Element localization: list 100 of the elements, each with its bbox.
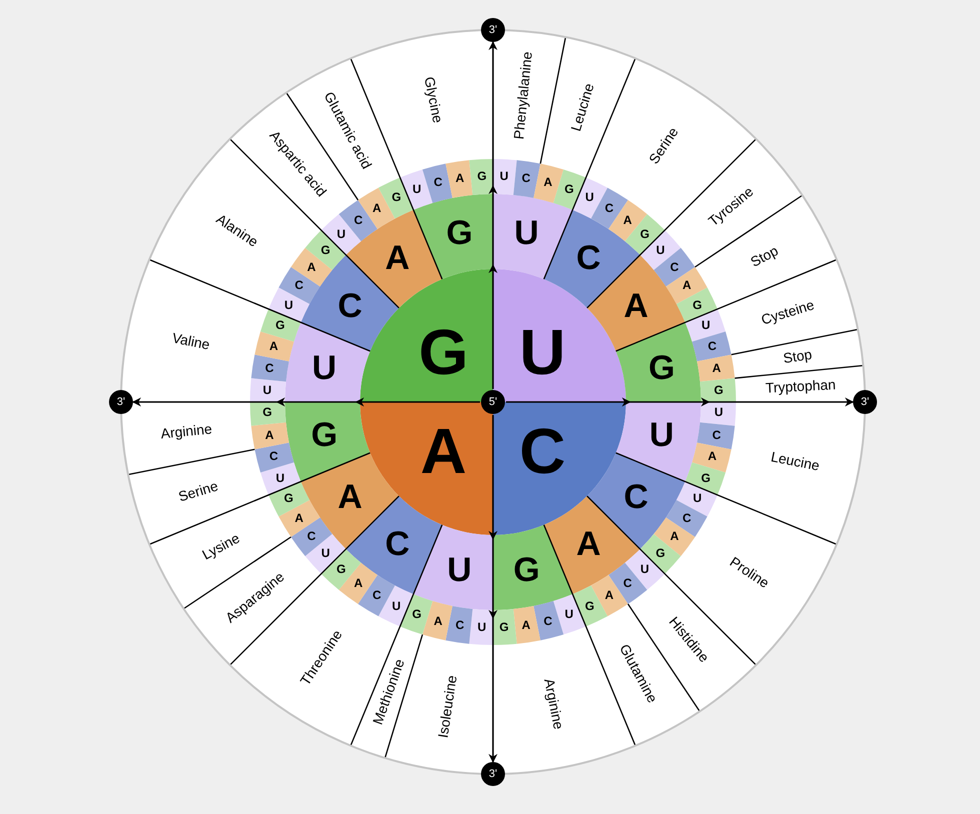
base-letter: C xyxy=(624,478,648,516)
codon-cell xyxy=(700,378,736,402)
end-label: 5' xyxy=(488,396,498,408)
arrow xyxy=(132,398,480,406)
base-letter: G xyxy=(584,600,594,613)
amino-acid-label: Cysteine xyxy=(759,297,816,328)
codon-cell xyxy=(251,422,289,450)
base-letter: A xyxy=(623,214,632,228)
base-letter: C xyxy=(522,172,530,186)
base-letter: A xyxy=(455,172,464,186)
base-letter: C xyxy=(354,214,363,228)
base-letter: A xyxy=(576,526,601,564)
amino-acid-label: Arginine xyxy=(160,422,213,442)
codon-cell xyxy=(685,309,726,342)
codon-cell xyxy=(534,164,564,203)
base-letter: A xyxy=(670,530,679,544)
base-letter: G xyxy=(648,350,675,388)
base-letter: G xyxy=(320,244,330,257)
base-letter: C xyxy=(604,202,614,215)
codon-cell xyxy=(321,549,362,590)
codon-cell xyxy=(624,214,665,255)
codon-cell xyxy=(692,442,732,473)
codon-cell xyxy=(553,594,586,635)
codon-cell xyxy=(469,609,493,645)
codon-cell xyxy=(469,159,493,195)
base-letter: A xyxy=(294,512,304,525)
base-letter: C xyxy=(338,288,362,326)
amino-acid-label: Glycine xyxy=(420,76,446,124)
base-letter: C xyxy=(269,450,278,464)
codon-cell xyxy=(260,462,301,495)
base-letter: C xyxy=(708,340,717,354)
codon-cell xyxy=(513,160,540,198)
codon-cell xyxy=(250,378,286,402)
codon-cell xyxy=(400,169,433,210)
end-label: 3' xyxy=(116,396,126,408)
codon-segment xyxy=(413,524,493,610)
base-letter: U xyxy=(262,384,272,398)
amino-acid-label: Stop xyxy=(748,243,781,270)
base-letter: G xyxy=(640,228,650,242)
base-letter: A xyxy=(522,618,530,632)
codon-cell xyxy=(254,442,294,473)
base-letter: C xyxy=(670,260,679,274)
base-letter: U xyxy=(284,298,294,312)
codon-segment xyxy=(285,322,370,402)
base-letter: G xyxy=(513,552,540,590)
base-letter: A xyxy=(420,416,467,487)
codon-cell xyxy=(305,534,346,574)
codon-cell xyxy=(422,601,452,640)
codon-cell xyxy=(640,230,681,270)
codon-cell xyxy=(305,230,346,270)
base-letter: C xyxy=(623,576,632,590)
amino-acid-label: Tryptophan xyxy=(765,377,836,396)
base-letter: U xyxy=(714,406,724,420)
base-letter: G xyxy=(477,170,487,183)
codon-cell xyxy=(534,601,564,640)
base-letter: U xyxy=(392,600,401,613)
base-letter: G xyxy=(701,472,710,485)
base-letter: U xyxy=(519,317,566,388)
base-letter: U xyxy=(564,608,574,622)
codon-segment xyxy=(493,524,573,610)
amino-acid-label: Leucine xyxy=(770,450,821,474)
base-letter: G xyxy=(692,298,702,312)
end-label: 3' xyxy=(488,24,498,36)
codon-cell xyxy=(422,164,452,203)
base-letter: U xyxy=(312,350,337,388)
base-letter: C xyxy=(682,512,692,525)
base-letter: G xyxy=(392,191,402,204)
base-letter: G xyxy=(311,416,338,454)
amino-acid-label: Leucine xyxy=(568,82,597,133)
end-marker xyxy=(481,18,505,42)
codon-cell xyxy=(640,534,681,574)
base-letter: G xyxy=(564,182,574,196)
base-letter: U xyxy=(276,472,285,485)
base-letter: U xyxy=(500,170,508,183)
base-letter: G xyxy=(276,319,285,332)
base-letter: G xyxy=(499,621,509,634)
base-letter: A xyxy=(708,450,717,464)
base-letter: A xyxy=(338,478,362,516)
base-letter: U xyxy=(585,191,594,204)
base-letter: U xyxy=(656,244,665,257)
base-letter: A xyxy=(269,340,278,354)
amino-acid-label: Arginine xyxy=(540,677,566,731)
base-letter: G xyxy=(262,406,272,420)
base-letter: U xyxy=(447,552,472,590)
base-letter: G xyxy=(446,214,473,252)
amino-acid-label: Valine xyxy=(170,330,211,354)
arrow xyxy=(488,415,498,762)
base-letter: A xyxy=(544,176,552,190)
amino-acid-label: Serine xyxy=(176,478,220,505)
codon-segment xyxy=(285,402,370,482)
base-letter: C xyxy=(519,416,566,487)
base-letter: C xyxy=(434,176,442,190)
end-marker xyxy=(109,390,133,414)
base-letter: U xyxy=(514,214,539,252)
end-marker xyxy=(853,390,877,414)
amino-acid-label: Phenylalanine xyxy=(511,50,536,140)
amino-acid-label: Isoleucine xyxy=(436,674,460,739)
base-letter: G xyxy=(418,317,468,388)
amino-acid-label: Stop xyxy=(782,347,814,367)
base-letter: A xyxy=(372,202,382,215)
